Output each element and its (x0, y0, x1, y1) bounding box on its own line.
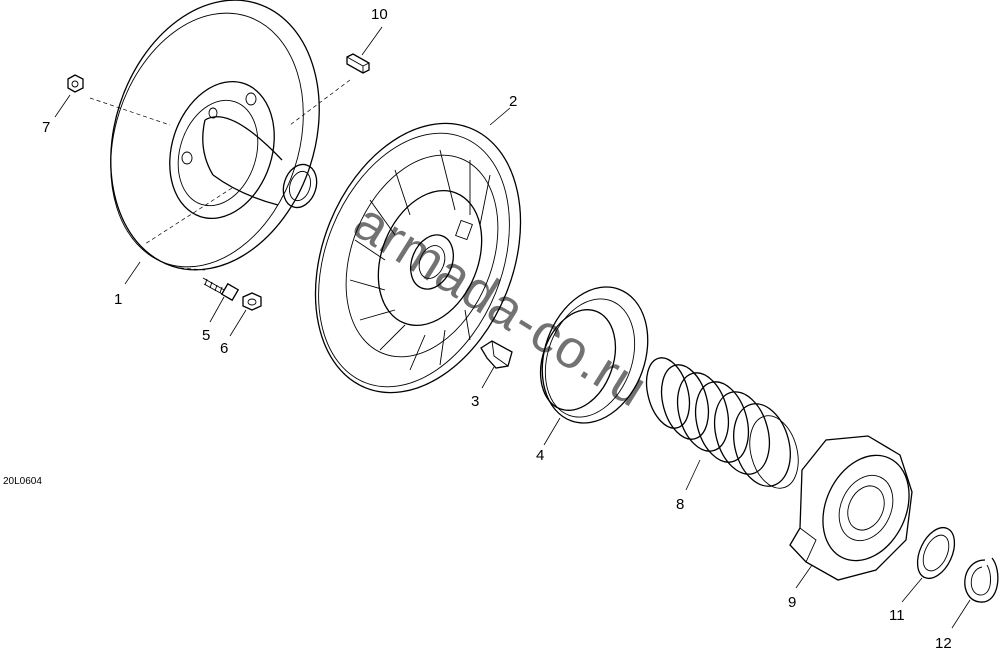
callout-3: 3 (471, 393, 479, 410)
part-2-sliding-sheave (314, 122, 522, 394)
part-3-slider-shoe (480, 340, 513, 369)
callout-5: 5 (202, 327, 210, 344)
watermark-text: armada-co.ru (344, 191, 658, 418)
part-4-ring (539, 286, 649, 424)
callout-11: 11 (889, 607, 905, 624)
callout-2: 2 (509, 93, 517, 110)
part-6-nut (242, 292, 262, 311)
callout-9: 9 (788, 594, 796, 611)
part-11-washer (916, 526, 956, 580)
callout-7: 7 (42, 119, 50, 136)
part-10-key (346, 53, 370, 74)
part-12-retaining-ring (964, 557, 999, 603)
leader-lines (54, 26, 971, 629)
part-1-fixed-sheave (89, 0, 351, 271)
part-9-cam (789, 435, 913, 581)
callout-labels: 1 2 3 4 5 6 7 8 9 10 11 12 (42, 6, 952, 652)
part-5-bolt (202, 277, 240, 302)
callout-1: 1 (114, 291, 122, 308)
callout-8: 8 (676, 496, 684, 513)
document-reference: 20L0604 (3, 476, 42, 487)
callout-4: 4 (536, 447, 544, 464)
part-7-nut (67, 74, 84, 93)
callout-6: 6 (220, 340, 228, 357)
callout-10: 10 (371, 6, 388, 23)
callout-12: 12 (935, 635, 952, 652)
part-8-spring (645, 357, 799, 489)
